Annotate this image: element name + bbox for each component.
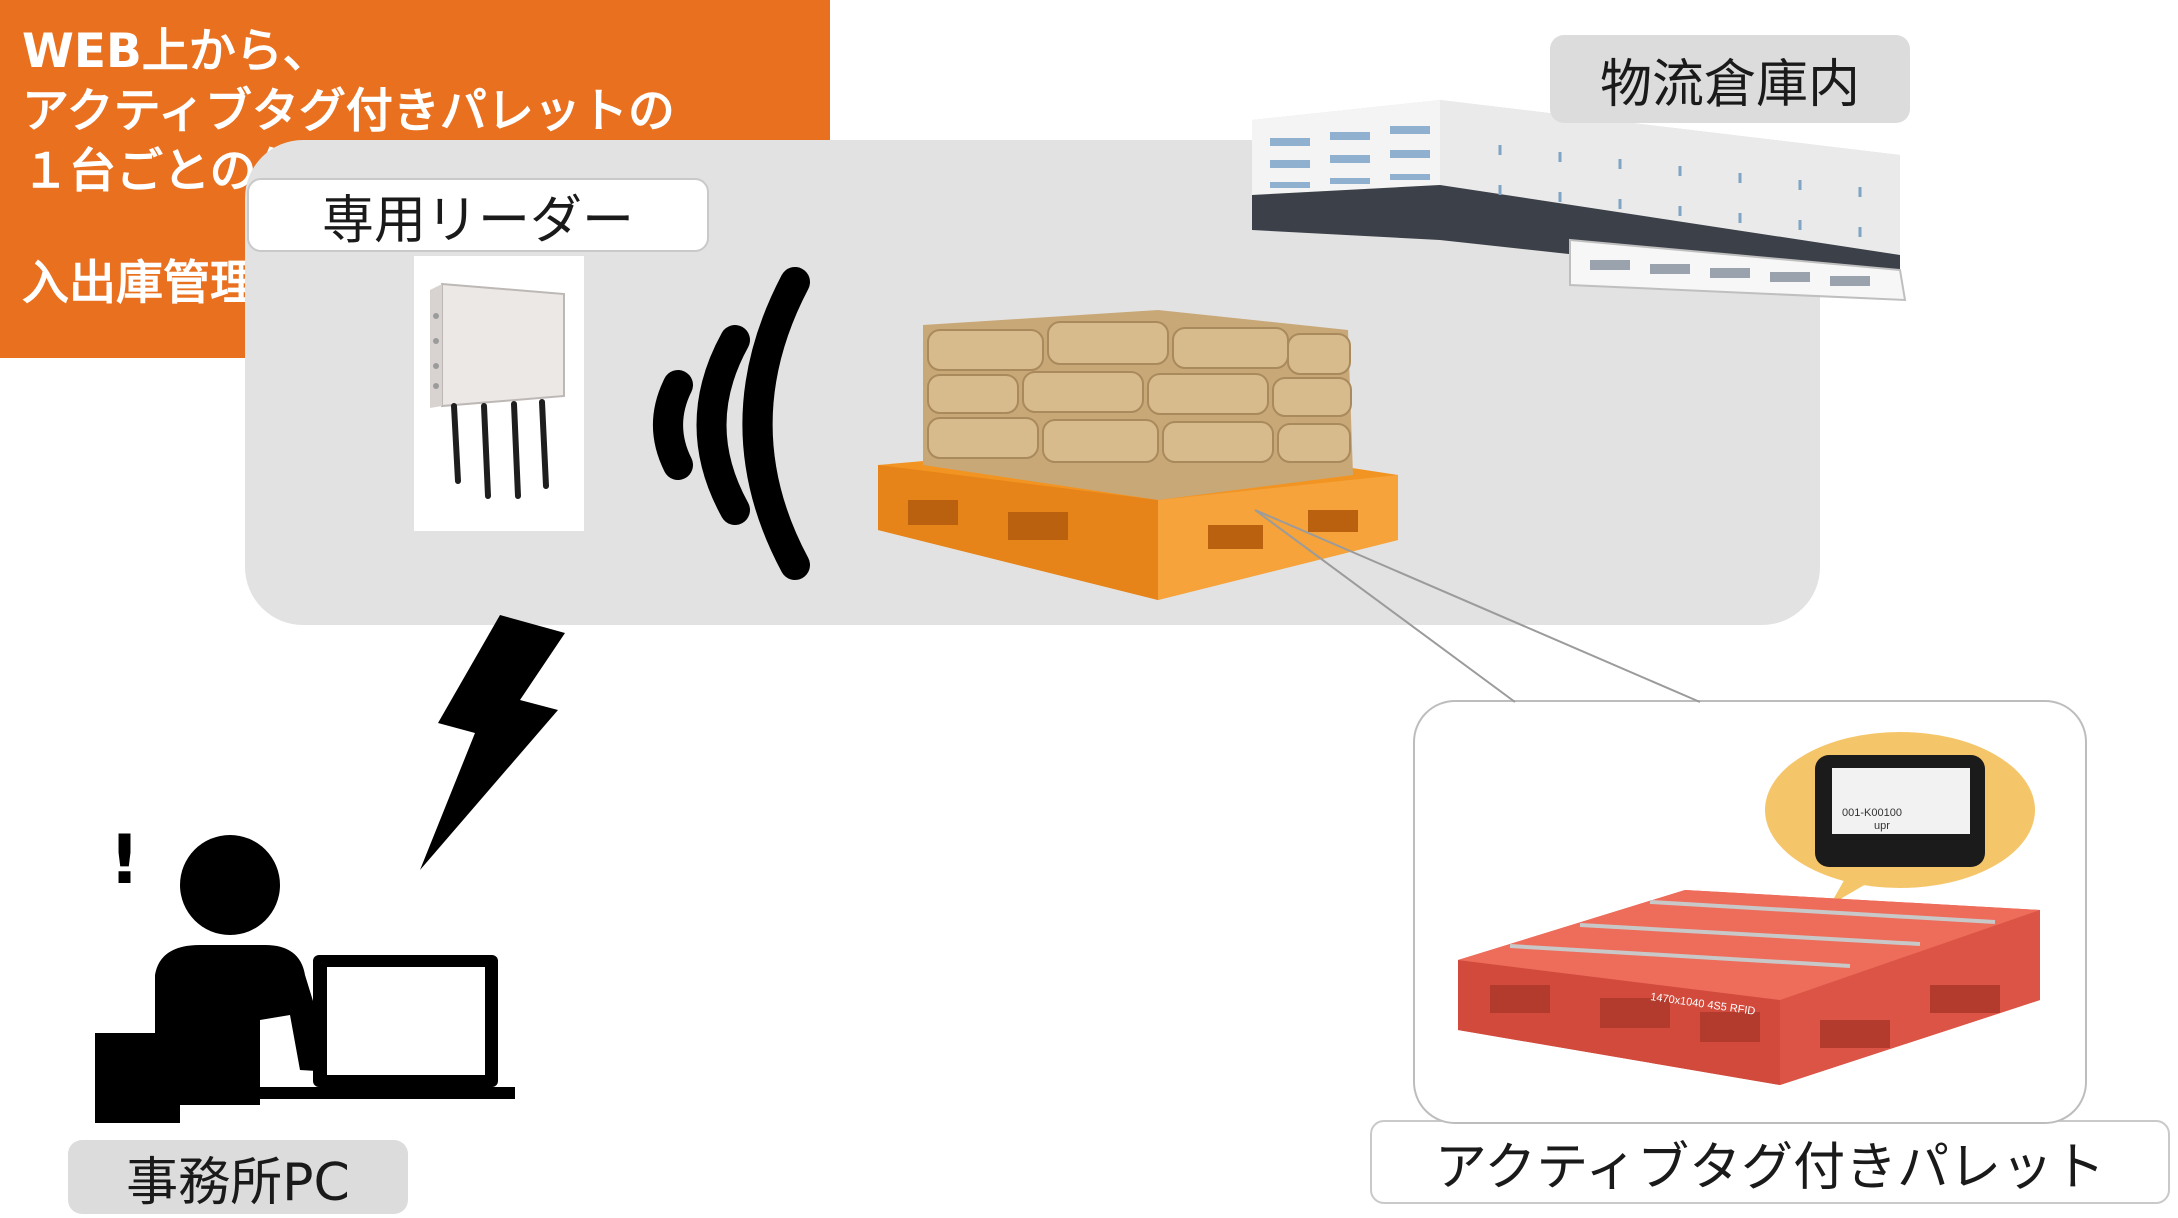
warehouse-label: 物流倉庫内: [1550, 35, 1910, 123]
warehouse-building-image: [1252, 100, 1907, 302]
lightning-bolt-icon: [420, 615, 565, 870]
callout-line-2: アクティブタグ付きパレットの: [22, 84, 675, 139]
tag-device-id: 001-K00100: [1842, 807, 1902, 819]
alert-mark: !: [109, 821, 140, 900]
office-pc-label: 事務所PC: [68, 1140, 408, 1214]
active-tag-pallet-label: アクティブタグ付きパレット: [1370, 1120, 2170, 1204]
tag-device-brand: upr: [1874, 820, 1890, 832]
loaded-pallet-image: [878, 310, 1398, 600]
callout-line-1: WEB上から、: [22, 24, 330, 79]
wireless-signal-icon: [653, 267, 810, 580]
reader-label: 専用リーダー: [247, 178, 709, 252]
active-tag-pallet-image: 001-K00100 upr 1470x1040 4S5 RFID: [1458, 732, 2040, 1085]
office-worker-pc-icon: !: [95, 821, 515, 1123]
reader-device-image: [414, 256, 584, 531]
